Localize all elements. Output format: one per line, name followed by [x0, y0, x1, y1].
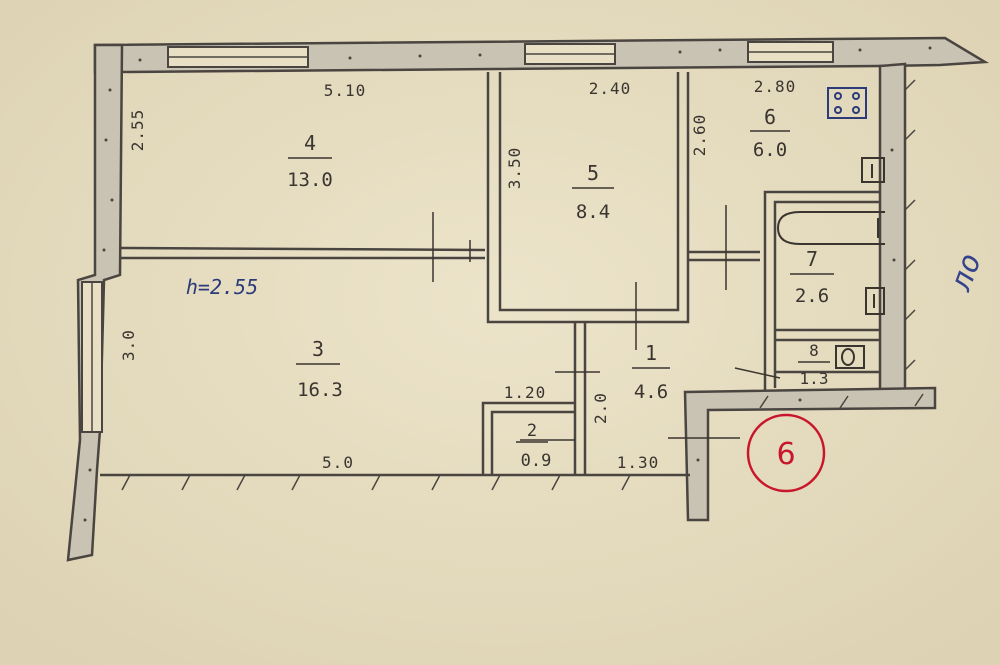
room-number: 2	[527, 421, 537, 441]
room-1-label: 1 4.6	[632, 341, 670, 403]
room-area: 6.0	[753, 139, 787, 161]
room-area: 4.6	[634, 381, 668, 403]
bathtub-icon	[776, 211, 885, 245]
dim-room6-width: 2.80	[754, 77, 797, 96]
room-4-label: 4 13.0	[287, 131, 333, 191]
sink-bath-icon	[865, 287, 885, 315]
room-7-label: 7 2.6	[790, 247, 834, 307]
dim-room6-depth: 2.60	[690, 114, 709, 157]
room-labels: 4 13.0 5 8.4 6 6.0 7 2.6 8 1.3 3 16.3	[287, 105, 834, 471]
room-area: 2.6	[795, 285, 829, 307]
room-8-label: 8 1.3	[798, 341, 830, 388]
red-stamp: 6	[746, 413, 826, 493]
hatching	[121, 79, 924, 491]
room-area: 13.0	[287, 169, 333, 191]
wall-texture	[83, 46, 932, 522]
room-area: 16.3	[297, 379, 343, 401]
sink-kitchen-icon	[861, 157, 885, 183]
room-area: 1.3	[800, 369, 829, 388]
dim-room4-width: 5.10	[324, 81, 367, 100]
fixtures	[827, 87, 867, 119]
dim-room3-depth: 3.0	[119, 329, 138, 361]
dimension-labels: 5.10 2.55 2.40 3.50 2.80 2.60 3.0 5.0 1.…	[119, 77, 797, 472]
stove-icon	[827, 87, 867, 119]
room-5-label: 5 8.4	[572, 161, 614, 223]
windows	[81, 41, 834, 433]
room-number: 6	[764, 105, 776, 129]
room-number: 1	[645, 341, 657, 365]
right-lower-wall	[683, 386, 937, 522]
dim-room2-depth: 2.0	[591, 392, 610, 424]
room-area: 8.4	[576, 201, 610, 223]
ceiling-height-note: h=2.55	[186, 275, 258, 299]
dim-room5-depth: 3.50	[505, 147, 524, 190]
room-number: 8	[809, 341, 819, 360]
room-number: 7	[806, 247, 818, 271]
room-3-label: 3 16.3	[296, 337, 343, 401]
room-area: 0.9	[521, 451, 552, 471]
toilet-icon	[835, 345, 865, 369]
bathroom-fixtures	[776, 157, 885, 369]
partitions	[100, 72, 880, 477]
stamp-number: 6	[776, 437, 795, 472]
room-number: 3	[312, 337, 324, 361]
room-6-label: 6 6.0	[750, 105, 790, 161]
door-marks	[432, 205, 781, 441]
dim-room5-width: 2.40	[589, 79, 632, 98]
room-number: 5	[587, 161, 599, 185]
room-number: 4	[304, 131, 316, 155]
dim-room2-width: 1.20	[504, 383, 547, 402]
dim-hall-width: 1.30	[617, 453, 660, 472]
room-2-label: 2 0.9	[516, 421, 551, 471]
right-wall	[878, 62, 907, 392]
dim-room3-width: 5.0	[322, 453, 354, 472]
dim-room4-depth: 2.55	[128, 109, 147, 152]
